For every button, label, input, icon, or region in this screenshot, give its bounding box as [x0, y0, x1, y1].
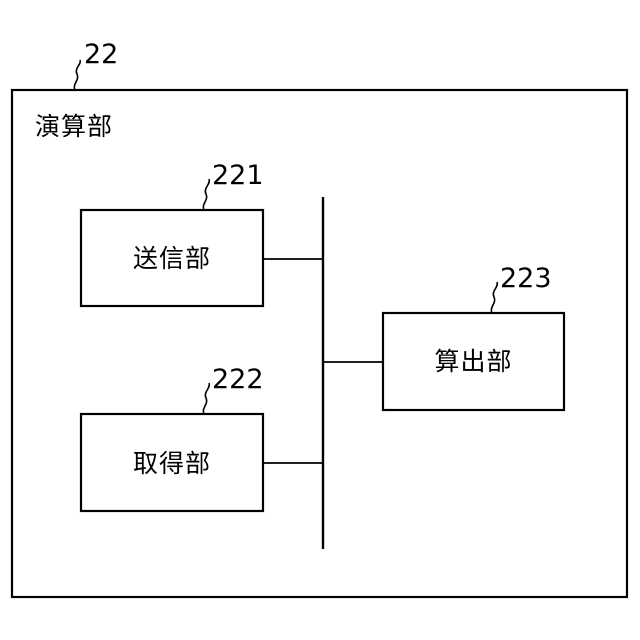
ref-number-222: 222: [212, 366, 264, 393]
ref-leader-221: [203, 179, 209, 210]
ref-leader-222: [203, 383, 209, 414]
block-221-label: 送信部: [81, 246, 263, 271]
ref-leader-223: [491, 282, 497, 313]
ref-number-223: 223: [500, 265, 552, 292]
ref-number-22: 22: [84, 41, 118, 68]
ref-leader-22: [74, 60, 80, 90]
block-223-label: 算出部: [383, 349, 564, 374]
block-222-label: 取得部: [81, 451, 263, 476]
ref-number-221: 221: [212, 162, 264, 189]
outer-block-frame: [12, 90, 627, 597]
outer-block-label: 演算部: [35, 114, 113, 139]
